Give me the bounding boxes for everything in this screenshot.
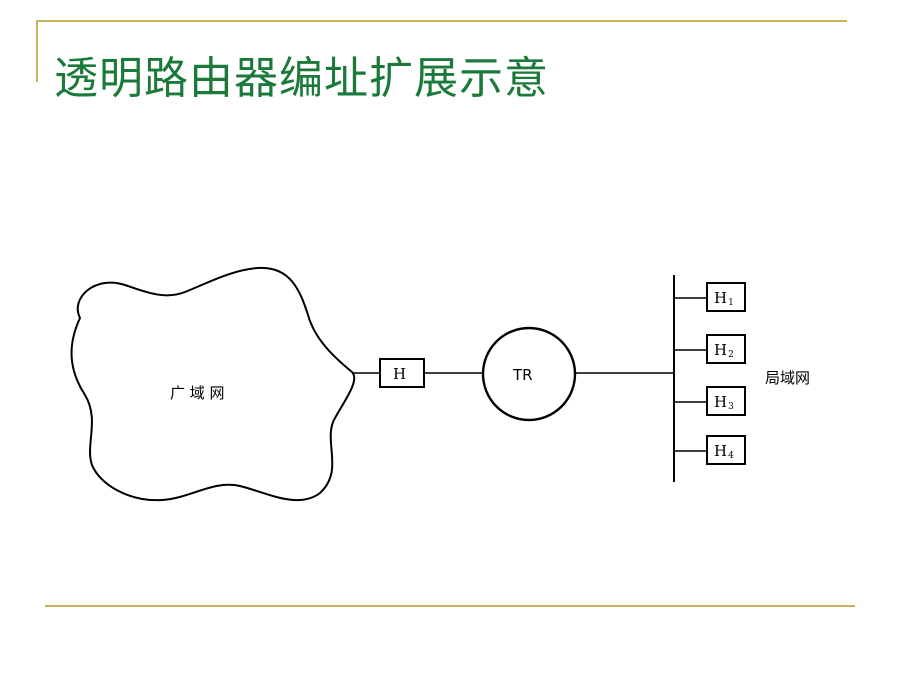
bottom-rule: [45, 605, 855, 607]
lan-host-label-1: H1: [714, 289, 734, 308]
lan-host-box-1: [706, 282, 746, 312]
lan-host-label-4: H4: [714, 442, 734, 461]
lan-host-box-2: [706, 334, 746, 364]
router-label: TR: [512, 366, 533, 384]
lan-host-label-3: H3: [714, 393, 734, 412]
lan-host-box-4: [706, 435, 746, 465]
wan-label: 广 域 网: [170, 384, 225, 402]
gateway-host-label: H: [393, 365, 406, 383]
router-circle: [481, 326, 577, 422]
left-rule: [36, 20, 38, 82]
lan-host-label-2: H2: [714, 341, 734, 360]
lan-host-box-3: [706, 386, 746, 416]
lan-label: 局域网: [765, 369, 810, 387]
slide-title: 透明路由器编址扩展示意: [54, 53, 549, 104]
top-rule: [36, 20, 847, 22]
wan-cloud: [70, 266, 356, 502]
gateway-host-box: [379, 358, 425, 388]
